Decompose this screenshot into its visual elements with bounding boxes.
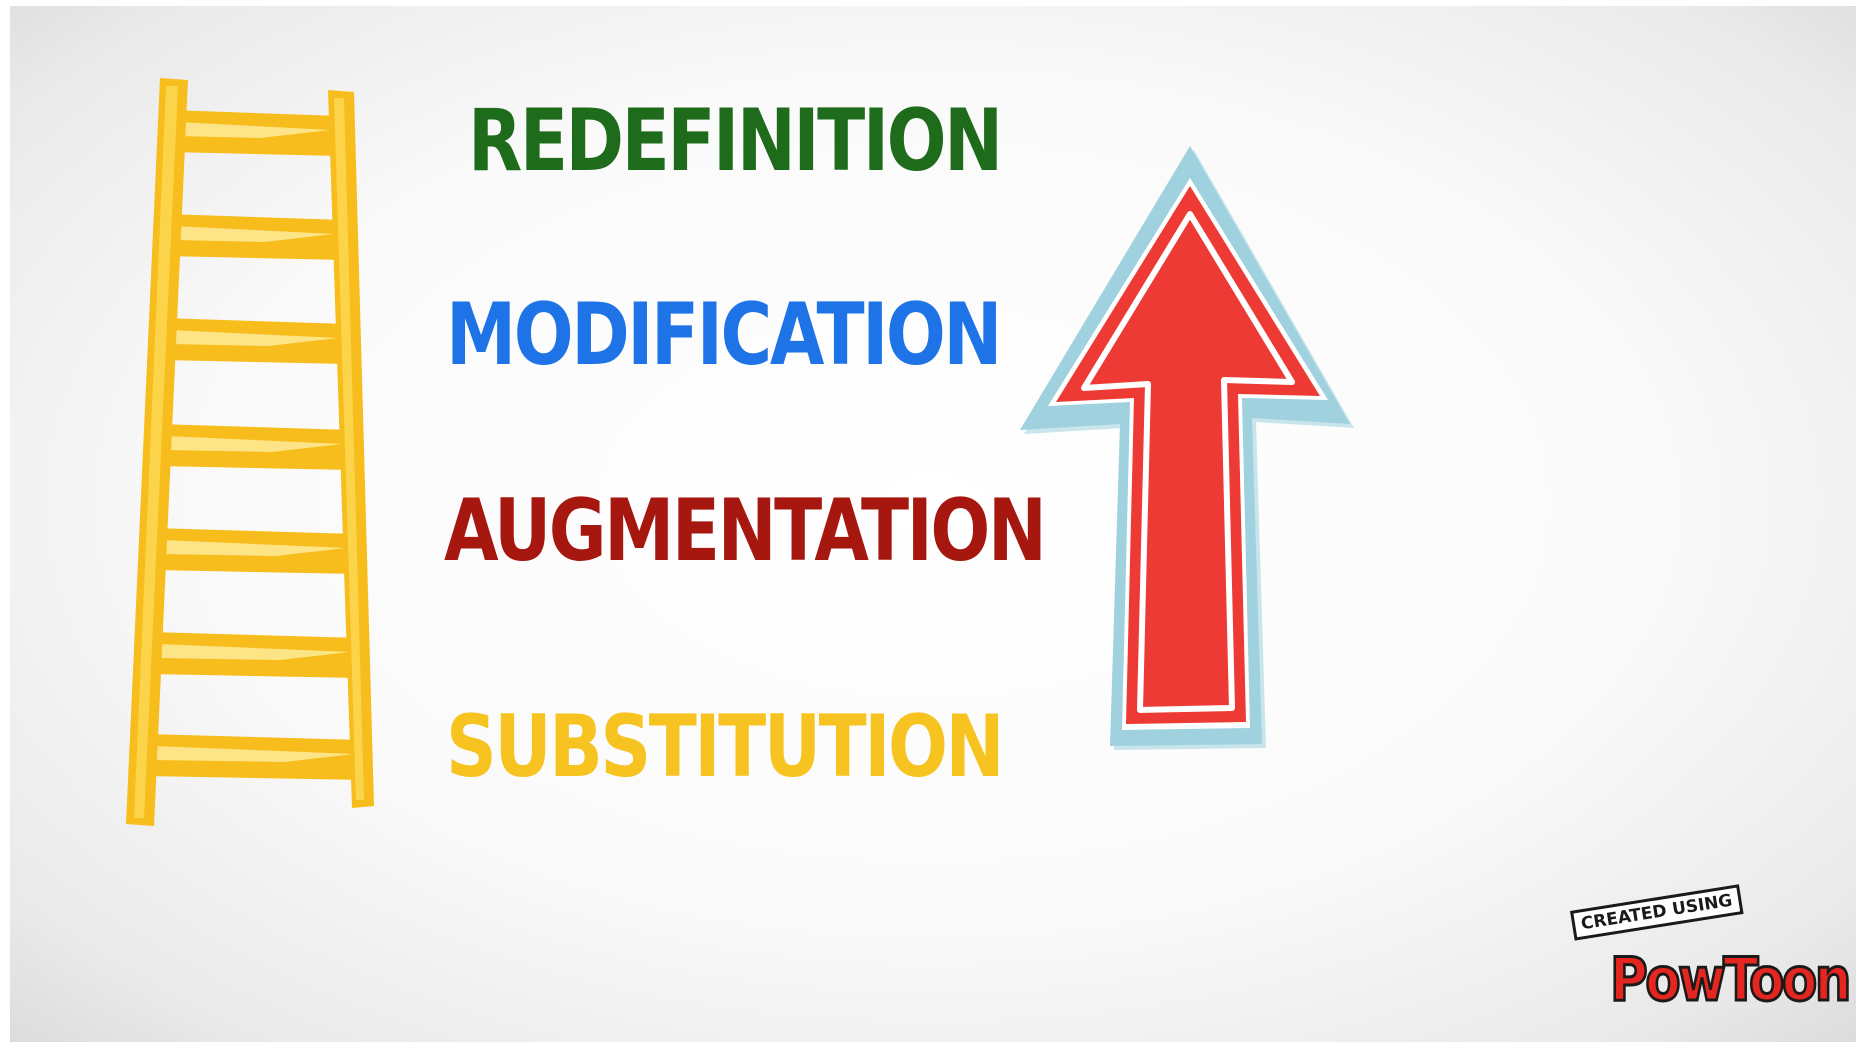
powtoon-badge: CREATED USING PowToon	[1570, 884, 1853, 1041]
level-modification: MODIFICATION	[446, 285, 1002, 385]
level-augmentation: AUGMENTATION	[444, 481, 1047, 581]
level-substitution: SUBSTITUTION	[446, 697, 1005, 797]
ladder-icon	[126, 78, 374, 826]
powtoon-logo: PowToon	[1609, 944, 1853, 1017]
up-arrow-icon	[1020, 146, 1354, 750]
level-redefinition: REDEFINITION	[468, 91, 1003, 191]
slide-canvas: REDEFINITION MODIFICATION AUGMENTATION S…	[10, 6, 1856, 1042]
